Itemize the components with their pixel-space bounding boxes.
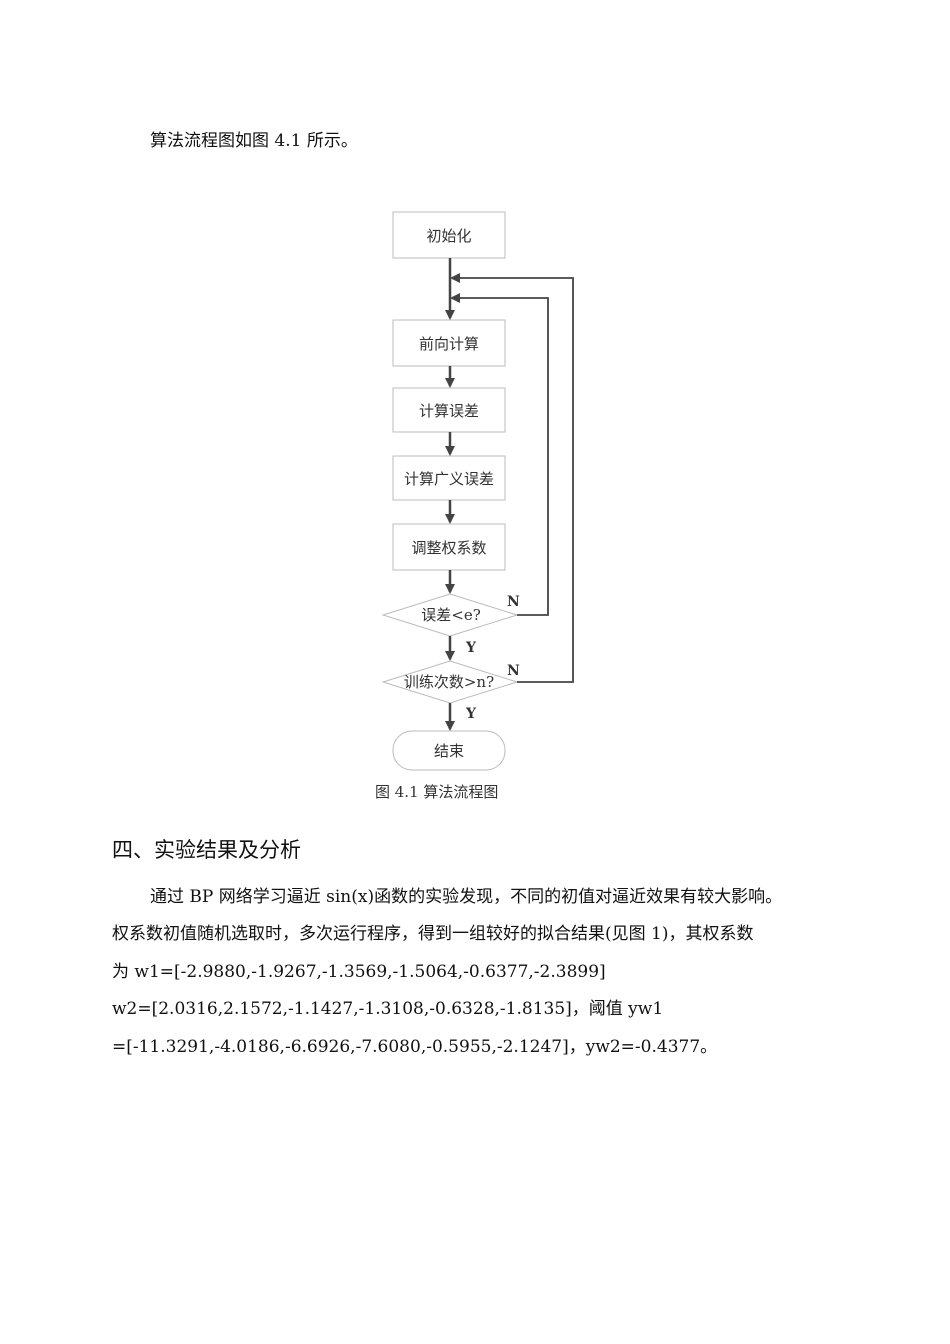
flow-yes-label-1: Y: [465, 640, 477, 656]
paragraph-line: =[-11.3291,-4.0186,-6.6926,-7.6080,-0.59…: [112, 1037, 718, 1057]
flow-box-init: [392, 211, 506, 259]
flow-label-gen-error: 计算广义误差: [404, 470, 494, 488]
flow-box-adjust: [392, 523, 506, 571]
flow-label-end: 结束: [434, 742, 464, 760]
figure-caption: 图 4.1 算法流程图: [375, 783, 499, 801]
paragraph-line: w2=[2.0316,2.1572,-1.1427,-1.3108,-0.632…: [112, 999, 664, 1019]
flow-label-cond-iter: 训练次数>n?: [404, 673, 494, 691]
flow-box-gen-error: [392, 455, 506, 501]
flow-no-label-2: N: [507, 663, 520, 679]
intro-text: 算法流程图如图 4.1 所示。: [150, 131, 358, 151]
paragraph-line: 通过 BP 网络学习逼近 sin(x)函数的实验发现，不同的初值对逼近效果有较大…: [150, 887, 783, 907]
paragraph-line: 为 w1=[-2.9880,-1.9267,-1.3569,-1.5064,-0…: [112, 962, 606, 982]
flow-terminal-end: [392, 730, 506, 771]
flow-label-init: 初始化: [426, 227, 471, 245]
section-heading: 四、实验结果及分析: [112, 838, 301, 862]
paragraph-line: 权系数初值随机选取时，多次运行程序，得到一组较好的拟合结果(见图 1)，其权系数: [112, 924, 754, 944]
flow-label-forward: 前向计算: [419, 335, 479, 353]
flow-label-adjust: 调整权系数: [411, 539, 486, 557]
flow-no-label-1: N: [507, 594, 520, 610]
flow-box-error: [392, 387, 506, 433]
flow-yes-label-2: Y: [465, 706, 477, 722]
flow-label-cond-error: 误差<e?: [421, 606, 481, 624]
flow-label-error: 计算误差: [419, 402, 479, 420]
